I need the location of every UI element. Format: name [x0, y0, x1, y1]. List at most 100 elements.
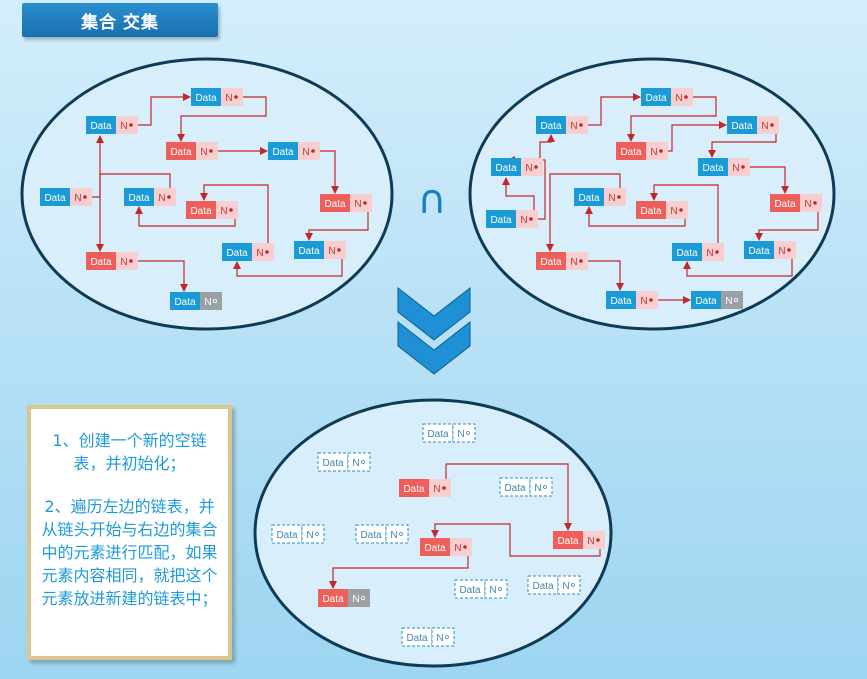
- left-node-8: Data N: [222, 243, 274, 261]
- left-node-6: Data N: [320, 194, 372, 212]
- svg-text:N: N: [640, 296, 647, 307]
- right-node-8: Data N: [672, 243, 724, 261]
- svg-text:Data: Data: [272, 147, 294, 158]
- intersection-symbol: ∩: [417, 177, 446, 223]
- svg-text:Data: Data: [322, 594, 344, 605]
- svg-text:N: N: [520, 215, 527, 226]
- svg-text:Data: Data: [226, 248, 248, 259]
- ghost-node-3: Data N: [499, 477, 553, 497]
- right-node-13: Data N: [536, 252, 588, 270]
- svg-text:Data: Data: [540, 121, 562, 132]
- svg-text:N: N: [352, 458, 359, 469]
- svg-text:N: N: [200, 147, 207, 158]
- svg-text:Data: Data: [128, 193, 150, 204]
- svg-text:Data: Data: [174, 297, 196, 308]
- right-node-9: Data N: [636, 201, 688, 219]
- svg-text:Data: Data: [702, 163, 724, 174]
- svg-text:N: N: [354, 199, 361, 210]
- svg-text:N: N: [436, 633, 443, 644]
- svg-text:Data: Data: [403, 484, 425, 495]
- svg-text:N: N: [778, 246, 785, 257]
- page-title: 集合 交集: [22, 3, 218, 37]
- svg-text:Data: Data: [695, 296, 717, 307]
- step2-text: 2、遍历左边的链表，并从链头开始与右边的集合中的元素进行匹配，如果元素内容相同，…: [41, 497, 218, 608]
- svg-text:N: N: [454, 543, 461, 554]
- svg-text:N: N: [608, 193, 615, 204]
- svg-text:Data: Data: [578, 193, 600, 204]
- svg-text:Data: Data: [170, 147, 192, 158]
- svg-text:N: N: [670, 206, 677, 217]
- svg-text:Data: Data: [298, 246, 320, 257]
- left-node-2: Data N: [86, 116, 138, 134]
- svg-text:Data: Data: [532, 581, 554, 592]
- svg-text:N: N: [675, 93, 682, 104]
- svg-text:N: N: [306, 530, 313, 541]
- svg-text:N: N: [489, 585, 496, 596]
- svg-text:N: N: [525, 163, 532, 174]
- svg-text:N: N: [706, 248, 713, 259]
- svg-text:Data: Data: [490, 215, 512, 226]
- svg-text:N: N: [433, 484, 440, 495]
- description-box: 1、创建一个新的空链表，并初始化； 2、遍历左边的链表，并从链头开始与右边的集合…: [27, 405, 232, 660]
- svg-text:Data: Data: [190, 206, 212, 217]
- svg-text:Data: Data: [427, 429, 449, 440]
- svg-text:Data: Data: [360, 530, 382, 541]
- result-node-1: Data N: [399, 479, 451, 497]
- svg-text:N: N: [562, 581, 569, 592]
- svg-text:N: N: [352, 594, 359, 605]
- right-node-12: Data N: [486, 210, 538, 228]
- svg-text:Data: Data: [324, 199, 346, 210]
- svg-text:N: N: [804, 199, 811, 210]
- step1-text: 1、创建一个新的空链表，并初始化；: [52, 431, 207, 473]
- result-node-3: Data N: [420, 538, 472, 556]
- left-node-12: Data N: [170, 292, 222, 310]
- svg-text:N: N: [390, 530, 397, 541]
- svg-text:Data: Data: [195, 93, 217, 104]
- right-node-10: Data N: [574, 188, 626, 206]
- svg-text:N: N: [761, 121, 768, 132]
- svg-text:Data: Data: [322, 458, 344, 469]
- svg-text:Data: Data: [504, 483, 526, 494]
- svg-text:N: N: [204, 297, 211, 308]
- svg-text:Data: Data: [540, 257, 562, 268]
- right-node-14: Data N: [606, 291, 658, 309]
- ghost-node-7: Data N: [527, 575, 581, 595]
- svg-text:N: N: [534, 483, 541, 494]
- svg-text:N: N: [74, 193, 81, 204]
- svg-text:Data: Data: [640, 206, 662, 217]
- svg-text:N: N: [158, 193, 165, 204]
- svg-text:Data: Data: [748, 246, 770, 257]
- svg-text:Data: Data: [424, 543, 446, 554]
- svg-text:N: N: [302, 147, 309, 158]
- left-node-5: Data N: [268, 142, 320, 160]
- svg-text:N: N: [570, 257, 577, 268]
- svg-text:N: N: [732, 163, 739, 174]
- svg-text:Data: Data: [620, 147, 642, 158]
- svg-text:N: N: [725, 296, 732, 307]
- down-chevron-icon: [397, 286, 471, 375]
- ghost-node-1: Data N: [422, 423, 476, 443]
- result-node-4: Data N: [318, 589, 370, 607]
- svg-text:Data: Data: [406, 633, 428, 644]
- svg-text:Data: Data: [459, 585, 481, 596]
- right-node-5: Data N: [698, 158, 750, 176]
- svg-text:Data: Data: [610, 296, 632, 307]
- svg-text:N: N: [457, 429, 464, 440]
- svg-text:N: N: [120, 121, 127, 132]
- svg-text:N: N: [256, 248, 263, 259]
- svg-text:Data: Data: [90, 121, 112, 132]
- left-node-4: Data N: [166, 142, 218, 160]
- svg-text:Data: Data: [676, 248, 698, 259]
- svg-text:Data: Data: [495, 163, 517, 174]
- left-node-10: Data N: [124, 188, 176, 206]
